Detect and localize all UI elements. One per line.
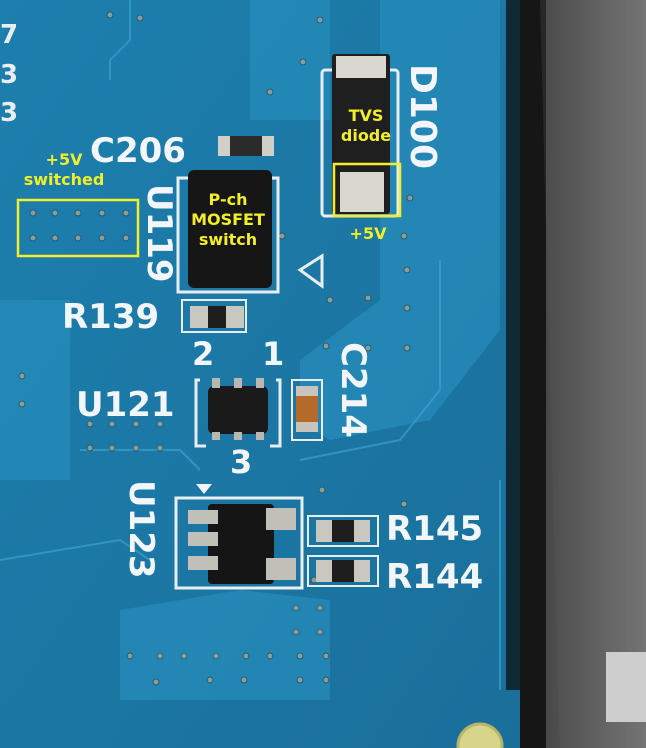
annotation-mosfet-line2: MOSFET <box>191 210 265 229</box>
via-array-switched <box>29 209 130 242</box>
capacitor-c206 <box>218 136 274 156</box>
annotation-plus5v: +5V <box>349 224 387 243</box>
via-scatter <box>18 11 414 686</box>
label-r139: R139 <box>62 297 160 337</box>
label-d100: D100 <box>402 64 443 170</box>
annotation-mosfet-line1: P-ch <box>208 190 248 209</box>
resistor-r139 <box>181 299 247 333</box>
capacitor-c214 <box>291 379 323 441</box>
label-u123: U123 <box>121 480 161 579</box>
annotation-tvs-line2: diode <box>340 126 392 145</box>
label-r144: R144 <box>386 557 484 597</box>
label-u119: U119 <box>139 184 179 283</box>
edge-mark-3: 3 <box>0 98 19 128</box>
annotation-mosfet-line3: switch <box>198 230 258 249</box>
pin-2-label: 2 <box>192 335 215 373</box>
label-u121: U121 <box>76 385 175 425</box>
annotation-switched-line1: +5V <box>45 150 83 169</box>
housing-white-tab <box>606 652 646 722</box>
trace-lines <box>0 0 501 690</box>
ic-u121 <box>194 378 282 448</box>
annotation-tvs-line1: TVS <box>348 106 384 125</box>
label-r145: R145 <box>386 509 484 549</box>
annotation-tvs-diode: TVS diode <box>336 106 396 146</box>
annotation-switched: +5V switched <box>14 150 114 190</box>
resistor-r145 <box>307 515 379 547</box>
mounting-pad <box>456 722 504 748</box>
copper-traces <box>0 0 500 700</box>
pin-3-label: 3 <box>230 443 253 481</box>
annotation-mosfet: P-ch MOSFET switch <box>176 190 280 250</box>
switched-via-highlight <box>16 198 140 258</box>
pin-1-label: 1 <box>262 335 285 373</box>
connector-teeth <box>506 0 520 690</box>
label-c206: C206 <box>90 131 186 171</box>
resistor-r144 <box>307 555 379 587</box>
mosfet-u119 <box>176 170 324 294</box>
annotation-switched-line2: switched <box>23 170 105 189</box>
edge-mark-2: 3 <box>0 60 19 90</box>
plus5v-pad-highlight <box>332 162 402 218</box>
edge-mark-1: 7 <box>0 20 19 50</box>
label-c214: C214 <box>333 342 373 438</box>
ic-u123 <box>174 484 304 590</box>
